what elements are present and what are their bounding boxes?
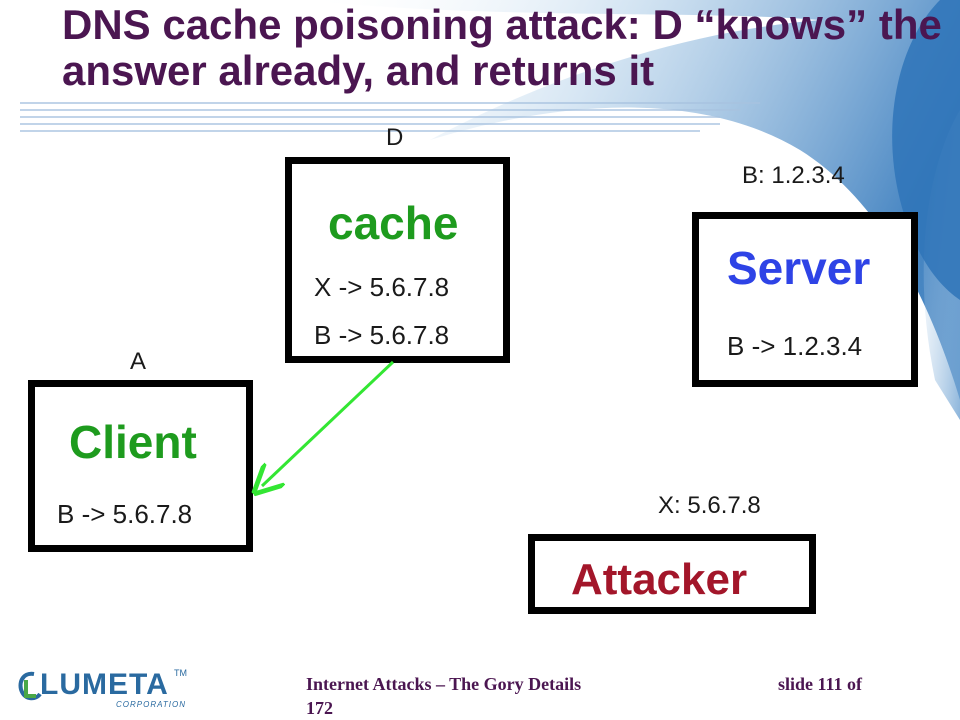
client-node-label: A xyxy=(130,348,147,375)
cache-entry: B -> 5.6.7.8 xyxy=(314,320,450,350)
server-box: Server B -> 1.2.3.4 xyxy=(692,212,918,387)
cache-node-label: D xyxy=(386,124,404,151)
logo-trademark: TM xyxy=(174,668,187,678)
attacker-box: Attacker xyxy=(528,534,816,614)
slide-title: DNS cache poisoning attack: D “knows” th… xyxy=(62,1,942,94)
slide-number: slide 111 of xyxy=(778,674,863,694)
server-title: Server xyxy=(727,242,871,294)
cache-entry: X -> 5.6.7.8 xyxy=(314,272,450,302)
lumeta-logo-mark-icon xyxy=(18,671,42,701)
logo-subtext: CORPORATION xyxy=(116,700,186,709)
attacker-node-label: X: 5.6.7.8 xyxy=(658,492,761,519)
slide-total: 172 xyxy=(306,698,333,718)
logo-text: LUMETA xyxy=(40,668,169,701)
server-entry: B -> 1.2.3.4 xyxy=(727,331,863,361)
client-box: Client B -> 5.6.7.8 xyxy=(28,380,253,552)
cache-box: cache X -> 5.6.7.8 B -> 5.6.7.8 xyxy=(285,157,510,363)
client-entry: B -> 5.6.7.8 xyxy=(57,499,193,529)
attacker-title: Attacker xyxy=(571,555,748,604)
client-title: Client xyxy=(69,416,197,468)
server-node-label: B: 1.2.3.4 xyxy=(742,162,845,189)
lumeta-logo: LUMETA TM CORPORATION xyxy=(14,666,187,712)
course-title: Internet Attacks – The Gory Details xyxy=(306,674,582,694)
cache-title: cache xyxy=(328,197,459,249)
